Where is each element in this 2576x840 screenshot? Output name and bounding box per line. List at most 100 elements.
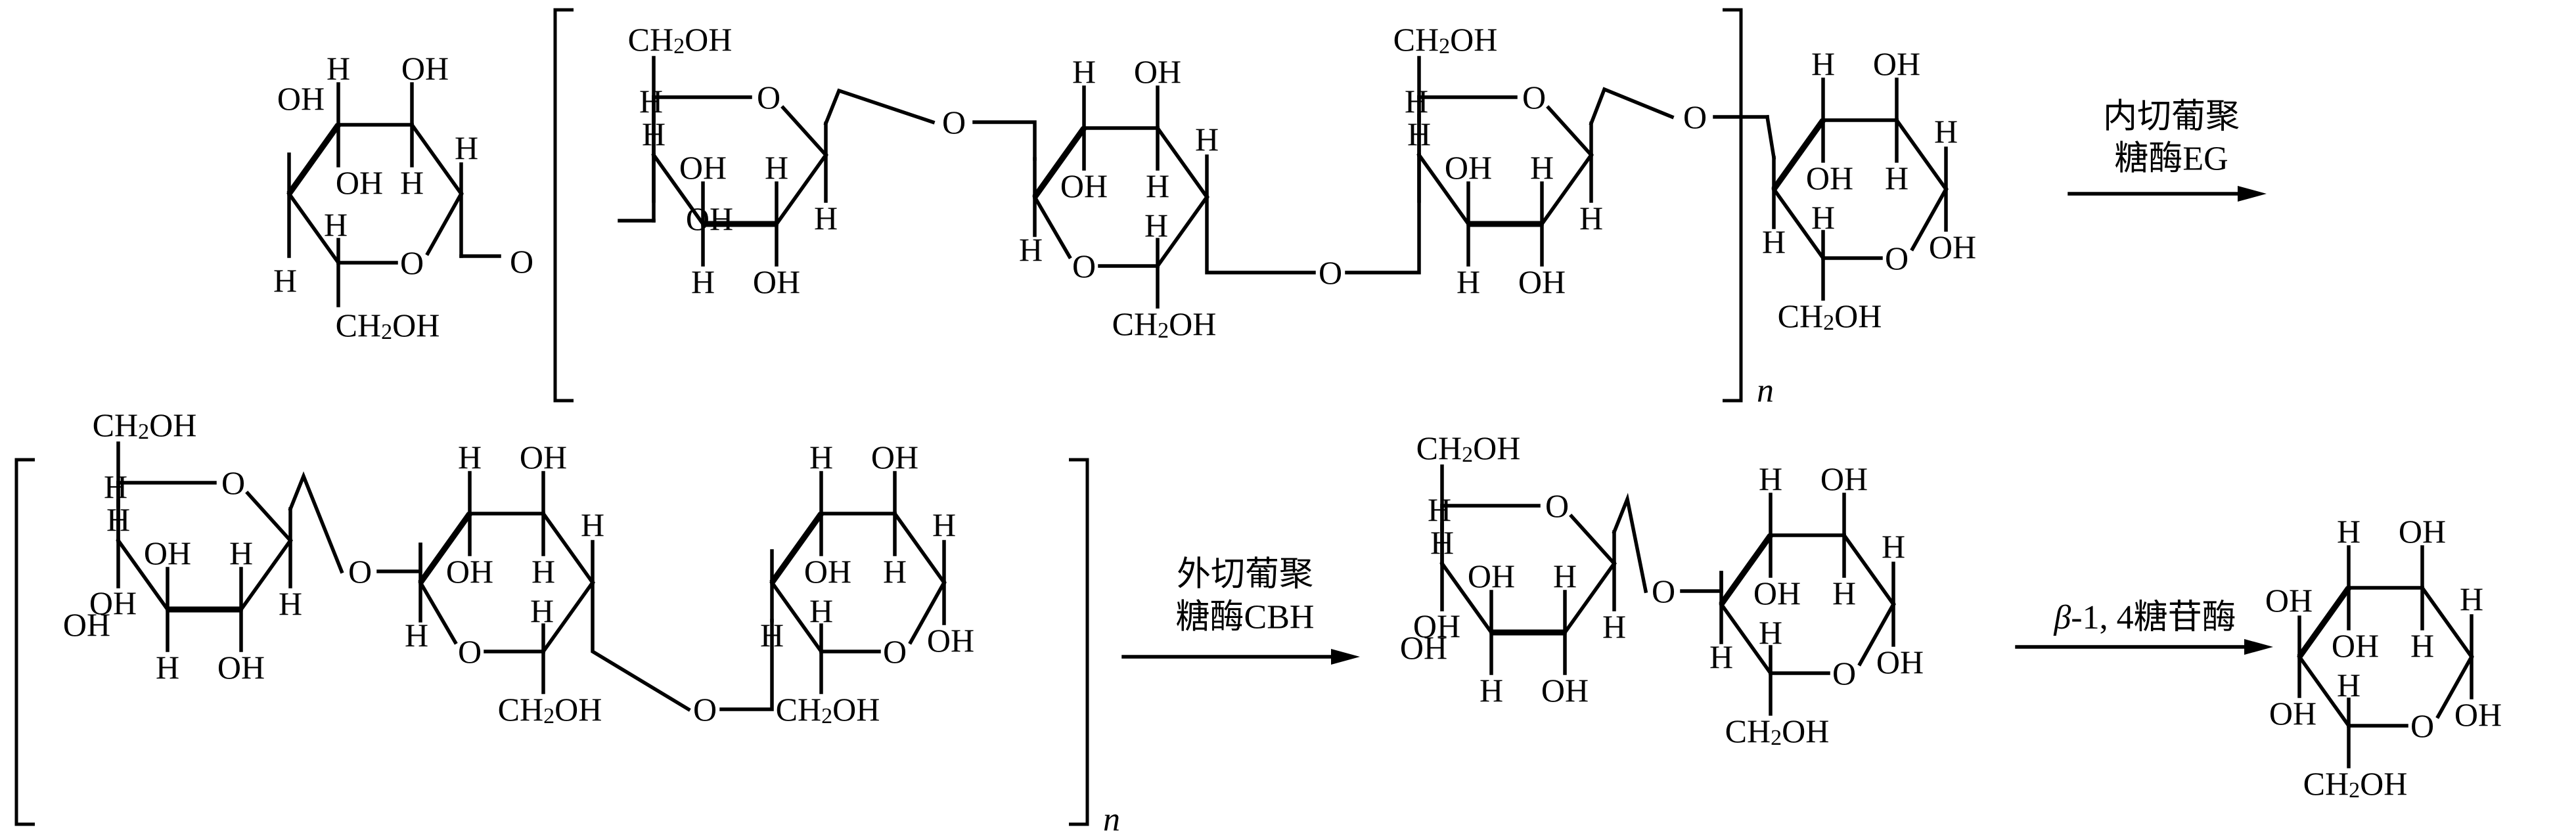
hydroxyl-label: OH (1468, 558, 1515, 594)
ch2oh-subscript: 2 (2349, 778, 2360, 803)
ch2oh-suffix: OH (2360, 765, 2407, 802)
ch2oh-suffix: OH (1450, 21, 1497, 58)
glycosidic-bond (972, 120, 1037, 161)
hydrogen-label: H (1934, 113, 1958, 150)
hydrogen-label: H (1885, 160, 1909, 196)
ring-bond (409, 122, 464, 196)
hydroxyl-label: OH (927, 622, 974, 659)
ring-bond (2435, 654, 2474, 719)
enzyme-label-endoglucanase-line2: 糖酶EG (2114, 141, 2228, 178)
hydrogen-label: H (1832, 575, 1856, 611)
ch2oh-group-label: CH2OH (776, 691, 880, 728)
hydroxyl-label: OH (89, 585, 137, 621)
hydroxyl-label: OH (753, 263, 800, 300)
ring-bold-bond (1771, 118, 1826, 191)
hydroxyl-label: OH (144, 535, 191, 571)
glycosidic-oxygen: O (1319, 254, 1342, 291)
ring-bold-bond (286, 123, 341, 196)
ring-oxygen: O (1885, 240, 1909, 276)
hydrogen-label: H (1405, 83, 1428, 120)
hydrogen-label: H (932, 506, 956, 543)
hydrogen-label: H (1146, 167, 1169, 204)
bond-line (1546, 105, 1594, 158)
bond-line (1569, 514, 1617, 566)
hydroxyl-label: OH (1873, 45, 1920, 82)
hydrogen-label: H (273, 262, 297, 299)
hydrogen-label: H (1811, 199, 1835, 236)
hydrogen-label: H (455, 129, 478, 166)
ch2oh-group-label: CH2OH (2303, 765, 2408, 803)
ch2oh-group-label: CH2OH (93, 407, 197, 444)
ring-oxygen: O (458, 633, 482, 670)
hydroxyl-label: OH (871, 439, 918, 475)
beta-glucosidase-name: -1, 4糖苷酶 (2071, 599, 2236, 636)
hydrogen-label: H (279, 585, 302, 622)
ring-bond (2420, 585, 2474, 659)
ring-bond (238, 538, 293, 612)
hydrogen-label: H (229, 535, 253, 571)
ring-oxygen: O (1832, 655, 1856, 692)
glycosidic-oxygen: O (693, 691, 717, 728)
enzyme-label-exoglucanase-line1: 外切葡聚 (1177, 556, 1313, 594)
bond-line (652, 95, 752, 157)
glycosidic-bond (823, 88, 936, 126)
ch2oh-prefix: CH (628, 21, 673, 58)
hydroxyl-label: OH (1134, 53, 1181, 90)
bond-line (116, 481, 217, 542)
glycosidic-oxygen: O (1683, 99, 1707, 135)
glycosidic-bond (1680, 571, 1723, 593)
hydrogen-label: H (1144, 207, 1168, 244)
hydrogen-label: H (1882, 528, 1905, 565)
ch2oh-group-label: CH2OH (498, 691, 602, 728)
hydrogen-label: H (530, 592, 554, 629)
ring-bond (1894, 118, 1949, 192)
ch2oh-group-label: CH2OH (1112, 305, 1217, 343)
hydrogen-label: H (400, 164, 424, 201)
ch2oh-suffix: OH (1834, 298, 1882, 334)
hydrogen-label: H (639, 83, 663, 120)
hydroxyl-label: OH (2265, 582, 2313, 619)
hydrogen-label: H (324, 206, 348, 243)
arrow-endoglucanase-head (2238, 186, 2267, 202)
ch2oh-prefix: CH (1778, 298, 1823, 334)
hydrogen-label: H (458, 439, 482, 475)
hydrogen-label: H (581, 506, 604, 543)
arrow-exoglucanase-head (1331, 649, 1360, 665)
ch2oh-prefix: CH (1725, 713, 1771, 749)
arrow-beta-glucosidase-head (2244, 639, 2273, 655)
ring-bond (1910, 187, 1949, 252)
ring-bond (2297, 654, 2351, 728)
glycosidic-bond (719, 619, 774, 711)
ring-bold-bond (769, 512, 824, 585)
ch2oh-group-label: CH2OH (1416, 430, 1521, 467)
repeat-index-n: n (1757, 372, 1774, 410)
ch2oh-suffix: OH (554, 691, 602, 728)
ring-bond (1857, 602, 1896, 667)
hydrogen-label: H (1811, 45, 1835, 82)
ch2oh-prefix: CH (2303, 765, 2349, 802)
beta-symbol: β (2053, 599, 2071, 636)
ch2oh-suffix: OH (149, 407, 196, 443)
ring-bond (1719, 602, 1773, 676)
hydroxyl-label: OH (686, 200, 733, 237)
hydrogen-label: H (1602, 608, 1626, 645)
hydrogen-label: H (809, 592, 833, 629)
ring-bold-bond (1719, 533, 1773, 606)
bond-line (780, 105, 828, 158)
ch2oh-suffix: OH (1169, 305, 1216, 342)
ring-oxygen: O (1072, 248, 1096, 284)
hydroxyl-label: OH (1820, 460, 1868, 497)
ring-bond (1562, 561, 1617, 635)
repeat-bracket (553, 8, 574, 403)
glycosidic-oxygen: O (1652, 573, 1675, 609)
ring-bond (774, 152, 828, 227)
glycosidic-oxygen: O (510, 243, 533, 280)
hydroxyl-label: OH (336, 164, 383, 201)
enzyme-label-exoglucanase-line2: 糖酶CBH (1176, 599, 1315, 636)
hydrogen-label: H (1553, 558, 1577, 594)
ch2oh-suffix: OH (392, 307, 440, 343)
hydrogen-label: H (2337, 667, 2361, 703)
hydrogen-label: H (1762, 223, 1786, 260)
glycosidic-oxygen: O (348, 553, 372, 590)
